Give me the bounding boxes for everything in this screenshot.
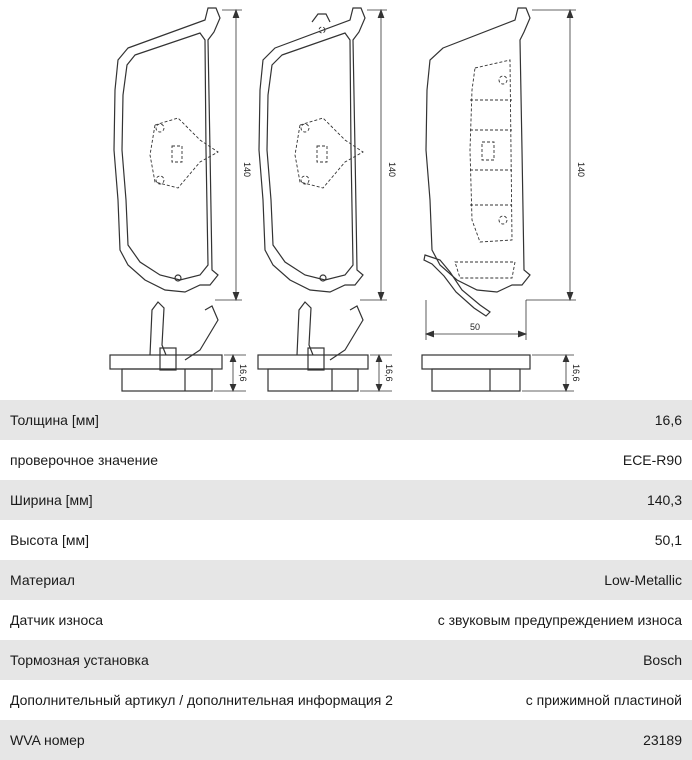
spec-value: 16,6	[654, 412, 682, 428]
spec-label: Материал	[10, 572, 75, 588]
pad-1-height-dimension	[215, 8, 242, 302]
pad-1-wear-indicator	[149, 117, 219, 189]
pad-1-side-view	[109, 301, 223, 392]
spec-row-width: Ширина [мм] 140,3	[0, 480, 692, 520]
spec-value: ECE-R90	[622, 452, 682, 468]
pad-3-side-view	[421, 354, 531, 392]
pad-3-width-dimension	[424, 300, 528, 340]
spec-row-height: Высота [мм] 50,1	[0, 520, 692, 560]
spec-value: 140,3	[646, 492, 682, 508]
dim-label-width-3: 50	[470, 322, 480, 332]
spec-label: Толщина [мм]	[10, 412, 99, 428]
spec-value: 23189	[643, 732, 682, 748]
spec-value: с звуковым предупреждением износа	[437, 612, 682, 628]
dim-label-height-1: 140	[242, 162, 252, 177]
pad-3-backplate-outline	[454, 59, 516, 279]
pad-1-front-view	[113, 7, 221, 293]
pad-2-front-view	[258, 7, 366, 293]
spec-label: Высота [мм]	[10, 532, 89, 548]
dim-label-thickness-3: 16,6	[571, 364, 581, 382]
spec-table: Толщина [мм] 16,6 проверочное значение E…	[0, 400, 692, 760]
spec-value: 50,1	[654, 532, 682, 548]
pad-3-thickness-dimension	[522, 353, 574, 393]
dim-label-height-3: 140	[576, 162, 586, 177]
spec-row-material: Материал Low-Metallic	[0, 560, 692, 600]
spec-row-wear-sensor: Датчик износа с звуковым предупреждением…	[0, 600, 692, 640]
pad-2-side-view	[257, 301, 369, 392]
pad-1-thickness-dimension	[214, 353, 246, 393]
brake-pad-drawing: 140 140 140 50 16,6 16,6 16,6	[109, 7, 586, 393]
pad-3-height-dimension	[526, 8, 576, 302]
spec-label: проверочное значение	[10, 452, 159, 468]
spec-label: Датчик износа	[10, 612, 104, 628]
spec-label: Дополнительный артикул / дополнительная …	[10, 692, 393, 708]
spec-label: Ширина [мм]	[10, 492, 93, 508]
spec-value: Low-Metallic	[604, 572, 682, 588]
spec-row-wva-number: WVA номер 23189	[0, 720, 692, 760]
spec-row-thickness: Толщина [мм] 16,6	[0, 400, 692, 440]
spec-label: Тормозная установка	[10, 652, 149, 668]
spec-row-test-value: проверочное значение ECE-R90	[0, 440, 692, 480]
spec-value: с прижимной пластиной	[525, 692, 682, 708]
dim-label-thickness-1: 16,6	[238, 364, 248, 382]
spec-value: Bosch	[643, 652, 682, 668]
spec-row-additional-info: Дополнительный артикул / дополнительная …	[0, 680, 692, 720]
dim-label-height-2: 140	[387, 162, 397, 177]
spec-row-brake-system: Тормозная установка Bosch	[0, 640, 692, 680]
pad-2-height-dimension	[360, 8, 387, 302]
technical-drawing: 140 140 140 50 16,6 16,6 16,6	[109, 7, 586, 393]
pad-2-wear-indicator	[294, 26, 364, 189]
pad-3-rear-view	[423, 7, 531, 317]
pad-2-thickness-dimension	[360, 353, 392, 393]
spec-label: WVA номер	[10, 732, 85, 748]
dim-label-thickness-2: 16,6	[384, 364, 394, 382]
